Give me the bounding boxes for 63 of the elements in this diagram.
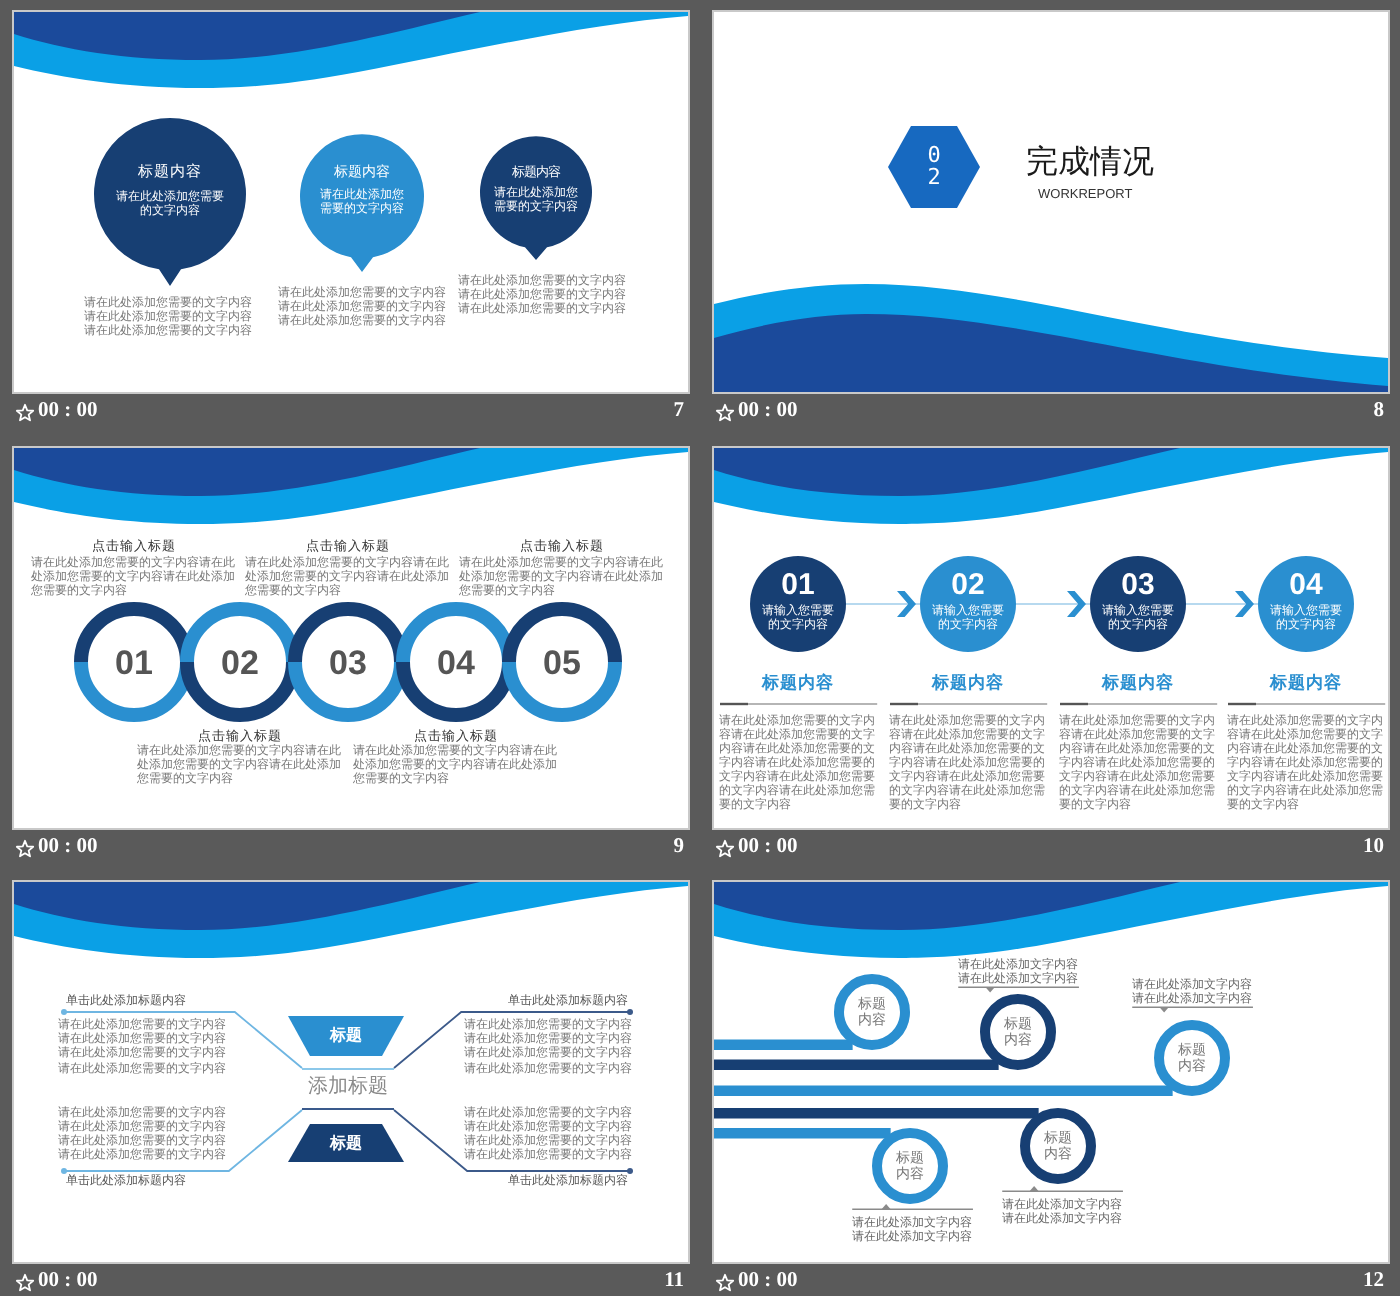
step-number: 01 xyxy=(781,568,815,602)
band-stripe xyxy=(714,1039,853,1050)
time-label: 00 : 00 xyxy=(38,1270,98,1294)
slide-thumbnail xyxy=(714,448,1388,828)
slide-number: 10 xyxy=(1363,836,1384,860)
connector-line xyxy=(393,1009,633,1069)
title-ring xyxy=(872,1128,948,1204)
slide-thumbnail xyxy=(14,882,688,1262)
connector-line xyxy=(393,1109,633,1174)
band-stripe xyxy=(714,1059,999,1070)
slide-thumbnail xyxy=(14,448,688,828)
step-number: 03 xyxy=(329,641,367,683)
step-circle xyxy=(750,556,846,652)
hexagon-badge xyxy=(888,126,980,208)
slide-number: 7 xyxy=(673,400,684,424)
title-ring xyxy=(1020,1108,1096,1184)
step-title: 标题内容 xyxy=(932,673,1004,695)
band-stripe xyxy=(714,1108,1039,1119)
step-number: 03 xyxy=(1121,568,1155,602)
step-title: 标题内容 xyxy=(1270,673,1342,695)
speech-bubble xyxy=(480,136,592,260)
step-number: 02 xyxy=(951,568,985,602)
step-circle xyxy=(920,556,1016,652)
step-number: 04 xyxy=(1289,568,1323,602)
step-number: 05 xyxy=(543,641,581,683)
center-title: 添加标题 xyxy=(302,1068,394,1110)
number-ring xyxy=(288,602,408,722)
title-ring xyxy=(834,974,910,1050)
number-ring xyxy=(502,602,622,722)
connector-line xyxy=(61,1009,303,1069)
step-circle xyxy=(1090,556,1186,652)
slide-number: 12 xyxy=(1363,1270,1384,1294)
step-title: 标题内容 xyxy=(762,673,834,695)
step-number: 01 xyxy=(115,641,153,683)
badge-number: 02 xyxy=(926,144,942,188)
slide-number: 9 xyxy=(673,836,684,860)
slide-thumbnail xyxy=(14,12,688,392)
slide-number: 8 xyxy=(1373,400,1384,424)
step-title: 标题内容 xyxy=(1102,673,1174,695)
speech-bubble xyxy=(94,118,246,286)
step-number: 02 xyxy=(221,641,259,683)
connector-line xyxy=(61,1109,303,1174)
time-label: 00 : 00 xyxy=(738,1270,798,1294)
band-stripe xyxy=(714,1085,1173,1096)
title-ring xyxy=(1154,1020,1230,1096)
step-circle xyxy=(1258,556,1354,652)
trapezoid-banner xyxy=(288,1016,404,1056)
number-ring xyxy=(180,602,300,722)
time-label: 00 : 00 xyxy=(738,400,798,424)
section-title: 完成情况 xyxy=(1026,142,1154,182)
speech-bubble xyxy=(300,134,424,272)
banner-title: 标题 xyxy=(330,1134,362,1154)
time-label: 00 : 00 xyxy=(738,836,798,860)
step-number: 04 xyxy=(437,641,475,683)
slide-thumbnail xyxy=(714,12,1388,392)
title-ring xyxy=(980,994,1056,1070)
time-label: 00 : 00 xyxy=(38,400,98,424)
band-stripe xyxy=(714,1128,891,1139)
slide-thumbnail xyxy=(714,882,1388,1262)
banner-title: 标题 xyxy=(330,1025,362,1045)
slide-number: 11 xyxy=(664,1270,684,1294)
trapezoid-banner xyxy=(288,1124,404,1162)
time-label: 00 : 00 xyxy=(38,836,98,860)
